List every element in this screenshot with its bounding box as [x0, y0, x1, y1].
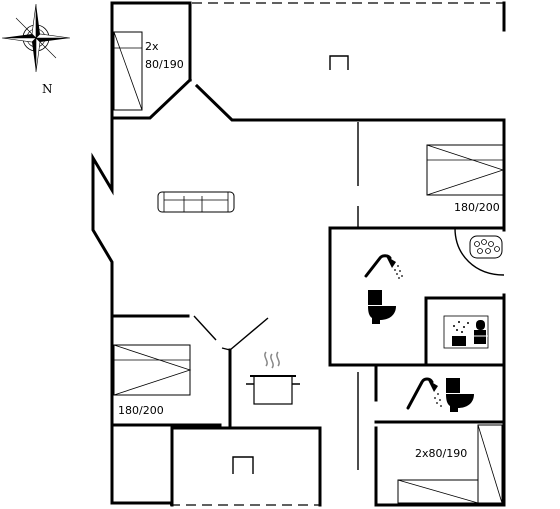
- bottom-entrance-area: [170, 426, 322, 507]
- outer-walls: [91, 1, 506, 507]
- double-bed: [426, 144, 504, 196]
- bed-size-label: 2x: [145, 40, 159, 53]
- bottom-right-bedroom: 2x80/190: [397, 424, 503, 504]
- right-bedroom: 180/200: [328, 122, 506, 230]
- bed-size-label: 180/200: [454, 201, 500, 214]
- shower-icon: [406, 377, 442, 410]
- shower-icon: [364, 254, 403, 279]
- bed-size-label: 2x80/190: [415, 447, 467, 460]
- bathroom-1: [328, 226, 506, 367]
- cooking-pot-icon: [246, 351, 300, 405]
- sauna-icon: [443, 315, 489, 349]
- bathroom-2: [374, 363, 506, 507]
- jacuzzi-icon: [469, 235, 503, 259]
- toilet-icon: [446, 378, 474, 412]
- compass-rose-icon: [1, 3, 71, 73]
- bed-size-label: 180/200: [118, 404, 164, 417]
- top-left-bedroom: 2x 80/190: [110, 1, 193, 120]
- toilet-icon: [368, 290, 396, 324]
- sauna-room: [424, 296, 506, 365]
- left-bedroom: 180/200: [110, 314, 269, 427]
- bed-size-label: 80/190: [145, 58, 184, 71]
- double-bed: [113, 344, 191, 396]
- entrance-icon: [329, 55, 349, 70]
- sofa-icon: [157, 191, 235, 213]
- north-label: N: [42, 82, 53, 96]
- entrance-icon: [232, 456, 254, 474]
